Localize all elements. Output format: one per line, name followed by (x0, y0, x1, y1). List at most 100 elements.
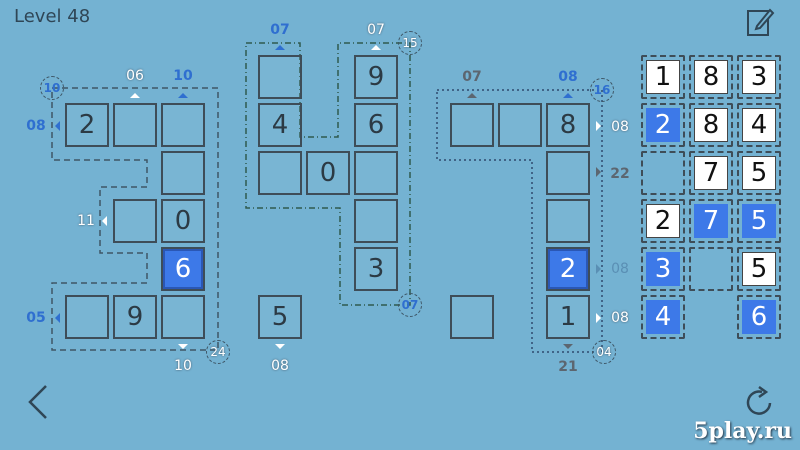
clue-label: 21 (558, 359, 578, 375)
tray-slot[interactable]: 7 (689, 151, 733, 195)
board-cell[interactable] (161, 151, 205, 195)
board-cell[interactable] (258, 151, 302, 195)
clue-arrow-icon (371, 45, 381, 50)
number-tile[interactable]: 1 (646, 60, 680, 94)
number-tile[interactable]: 6 (742, 300, 776, 334)
board-cell[interactable]: 6 (354, 103, 398, 147)
clue-arrow-icon (596, 264, 601, 274)
tray-slot[interactable]: 4 (641, 295, 685, 339)
group-outline-left (51, 87, 219, 351)
clue-label: 11 (77, 213, 95, 229)
board-cell[interactable] (450, 295, 494, 339)
board-cell[interactable] (113, 103, 157, 147)
board-cell[interactable]: 8 (546, 103, 590, 147)
tray-slot[interactable]: 7 (689, 199, 733, 243)
board-cell[interactable]: 2 (546, 247, 590, 291)
clue-label: 22 (610, 166, 630, 182)
clue-arrow-icon (275, 344, 285, 349)
clue-arrow-icon (596, 167, 601, 177)
clue-arrow-icon (178, 344, 188, 349)
group-sum-badge: 07 (398, 293, 422, 317)
clue-label: 08 (26, 118, 46, 134)
board-cell[interactable] (161, 103, 205, 147)
number-tile[interactable]: 4 (646, 300, 680, 334)
group-sum-badge: 24 (206, 340, 230, 364)
number-tile[interactable]: 7 (694, 156, 728, 190)
board-cell[interactable]: 2 (65, 103, 109, 147)
number-tile[interactable]: 2 (646, 204, 680, 238)
board-cell[interactable] (498, 103, 542, 147)
tray-slot[interactable]: 2 (641, 103, 685, 147)
tray-slot[interactable]: 5 (737, 151, 781, 195)
pencil-note-icon[interactable] (745, 6, 775, 38)
tray-slot[interactable] (641, 151, 685, 195)
board-cell[interactable] (258, 55, 302, 99)
number-tile[interactable]: 4 (742, 108, 776, 142)
board-cell[interactable] (113, 199, 157, 243)
clue-label: 05 (26, 310, 46, 326)
group-sum-badge: 04 (592, 340, 616, 364)
group-sum-badge: 10 (40, 76, 64, 100)
clue-arrow-icon (563, 93, 573, 98)
number-tile[interactable]: 3 (742, 60, 776, 94)
clue-label: 07 (462, 69, 482, 85)
tray-slot[interactable]: 5 (737, 247, 781, 291)
number-tile[interactable]: 2 (646, 108, 680, 142)
clue-arrow-icon (275, 45, 285, 50)
clue-label: 08 (271, 358, 289, 374)
tray-slot[interactable]: 8 (689, 55, 733, 99)
clue-label: 10 (173, 68, 193, 84)
level-title: Level 48 (14, 6, 91, 27)
number-tile[interactable]: 5 (742, 156, 776, 190)
tray-slot[interactable]: 3 (737, 55, 781, 99)
group-sum-badge: 15 (398, 31, 422, 55)
clue-label: 06 (126, 68, 144, 84)
clue-label: 08 (611, 119, 629, 135)
clue-arrow-icon (563, 344, 573, 349)
board-cell[interactable]: 0 (306, 151, 350, 195)
board-cell[interactable]: 6 (161, 247, 205, 291)
clue-arrow-icon (467, 93, 477, 98)
number-tile[interactable]: 3 (646, 252, 680, 286)
board-cell[interactable]: 9 (113, 295, 157, 339)
board-cell[interactable]: 5 (258, 295, 302, 339)
board-cell[interactable]: 1 (546, 295, 590, 339)
board-cell[interactable] (354, 151, 398, 195)
chevron-left-icon[interactable] (26, 384, 50, 420)
number-tile[interactable]: 7 (694, 204, 728, 238)
restart-icon[interactable] (742, 386, 776, 420)
number-tile[interactable]: 5 (742, 252, 776, 286)
tray-slot[interactable]: 6 (737, 295, 781, 339)
board-cell[interactable] (161, 295, 205, 339)
clue-arrow-icon (178, 93, 188, 98)
board-cell[interactable]: 9 (354, 55, 398, 99)
clue-label: 10 (174, 358, 192, 374)
board-cell[interactable] (546, 151, 590, 195)
board-cell[interactable]: 4 (258, 103, 302, 147)
tray-slot[interactable]: 4 (737, 103, 781, 147)
board-cell[interactable] (450, 103, 494, 147)
clue-arrow-icon (102, 216, 107, 226)
board-cell[interactable]: 3 (354, 247, 398, 291)
tray-slot[interactable]: 2 (641, 199, 685, 243)
group-sum-badge: 16 (590, 78, 614, 102)
clue-arrow-icon (596, 313, 601, 323)
tray-slot[interactable]: 1 (641, 55, 685, 99)
tray-slot[interactable]: 3 (641, 247, 685, 291)
tray-slot[interactable]: 5 (737, 199, 781, 243)
tray-slot[interactable] (689, 247, 733, 291)
clue-arrow-icon (130, 93, 140, 98)
board-cell[interactable] (546, 199, 590, 243)
board-cell[interactable]: 0 (161, 199, 205, 243)
number-tile[interactable]: 8 (694, 60, 728, 94)
board-cell[interactable] (65, 295, 109, 339)
clue-label: 08 (611, 310, 629, 326)
clue-arrow-icon (55, 121, 60, 131)
number-tile[interactable]: 8 (694, 108, 728, 142)
watermark: 5play.ru (693, 418, 792, 444)
board-cell[interactable] (354, 199, 398, 243)
number-tile[interactable]: 5 (742, 204, 776, 238)
tray-slot[interactable]: 8 (689, 103, 733, 147)
clue-label: 07 (270, 22, 290, 38)
